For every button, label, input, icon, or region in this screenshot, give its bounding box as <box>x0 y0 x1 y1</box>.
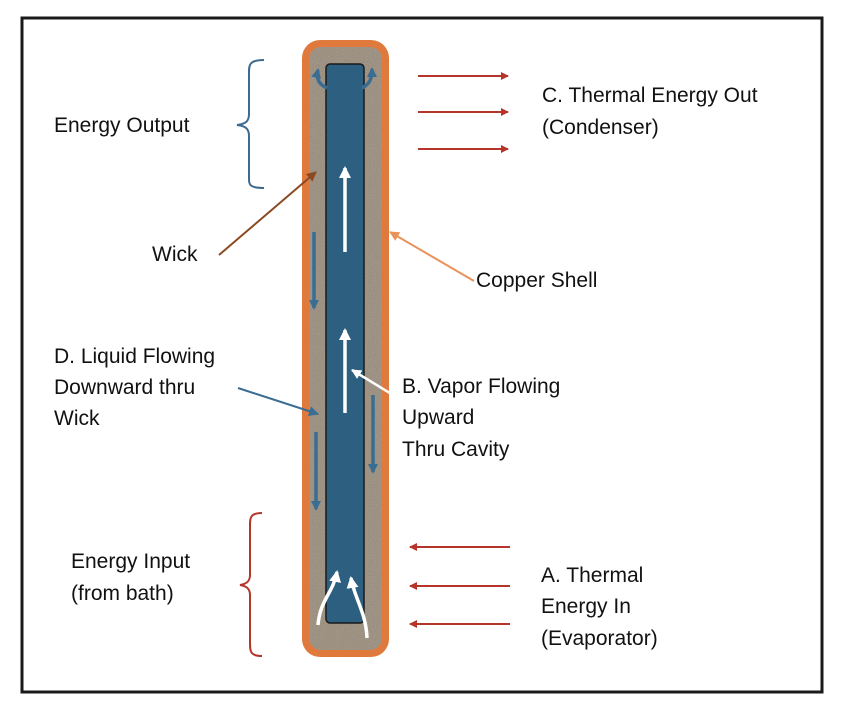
diagram-frame <box>20 16 824 694</box>
heat-out-arrows <box>418 72 509 153</box>
wick-pointer <box>218 171 317 256</box>
vapor-arrows <box>316 166 369 639</box>
energy-input-label: Energy Input (from bath) <box>71 550 196 605</box>
vapor-arrow-bottom-left <box>316 570 342 626</box>
thermal-energy-out-label: C. Thermal Energy Out (Condenser) <box>542 84 763 139</box>
copper-shell-label: Copper Shell <box>476 269 597 292</box>
liquid-pointer <box>237 387 319 416</box>
energy-output-label: Energy Output <box>54 114 190 137</box>
vapor-flowing-label: B. Vapor Flowing Upward Thru Cavity <box>402 375 566 461</box>
heat-in-arrows <box>409 543 510 628</box>
energy-output-bracket <box>236 59 265 189</box>
turn-arrow-left <box>311 68 328 90</box>
wick-label: Wick <box>152 243 198 266</box>
vapor-arrow-bottom-right <box>346 576 369 639</box>
vapor-pointer <box>351 368 399 400</box>
thermal-energy-in-label: A. Thermal Energy In (Evaporator) <box>541 564 658 650</box>
liquid-flowing-label: D. Liquid Flowing Downward thru Wick <box>54 345 221 430</box>
liquid-arrows <box>309 232 378 511</box>
energy-input-bracket <box>239 512 263 657</box>
turn-arrow-right <box>361 67 377 90</box>
condenser-turn-arrows <box>311 67 377 90</box>
copper-shell-pointer <box>389 231 475 282</box>
